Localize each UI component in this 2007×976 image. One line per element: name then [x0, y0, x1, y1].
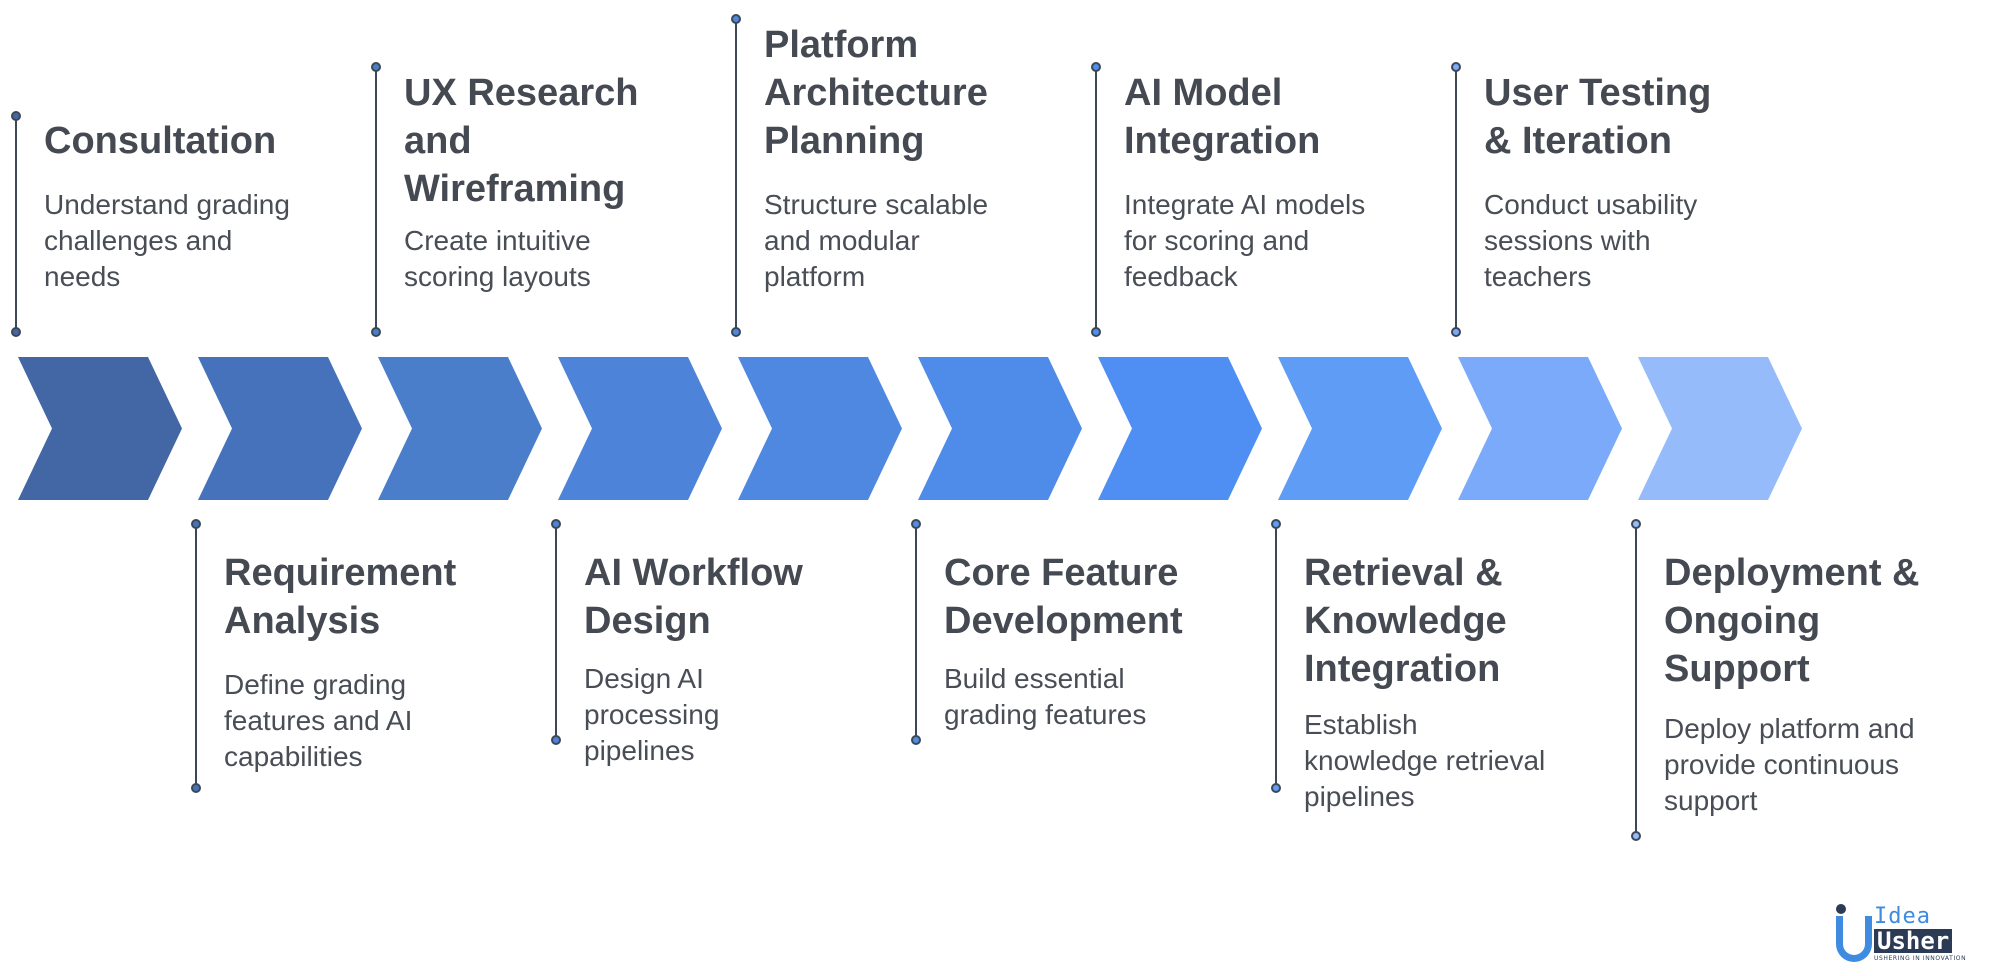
connector-line — [15, 116, 17, 332]
logo-tagline: USHERING IN INNOVATION — [1874, 955, 1967, 962]
chevron-step-8 — [1278, 357, 1442, 500]
connector-dot — [371, 62, 381, 72]
step-title: AI Workflow Design — [584, 552, 803, 642]
step-description: Understand grading challenges and needs — [44, 189, 290, 292]
chevron-step-3 — [378, 357, 542, 500]
connector-dot — [371, 327, 381, 337]
step-description: Deploy platform and provide continuous s… — [1664, 713, 1915, 816]
step-description: Integrate AI models for scoring and feed… — [1124, 189, 1366, 292]
idea-usher-logo: Idea Usher USHERING IN INNOVATION — [1836, 904, 1998, 970]
connector-dot — [1631, 519, 1641, 529]
connector-dot — [1451, 62, 1461, 72]
connector-line — [915, 524, 917, 740]
logo-word-usher: Usher — [1874, 929, 1953, 953]
step-description: Define grading features and AI capabilit… — [224, 669, 413, 772]
step-title: Requirement Analysis — [224, 552, 457, 642]
connector-line — [735, 19, 737, 332]
connector-dot — [731, 327, 741, 337]
step-description: Create intuitive scoring layouts — [404, 225, 591, 292]
chevron-step-10 — [1638, 357, 1802, 500]
connector-dot — [11, 111, 21, 121]
logo-u-icon — [1836, 916, 1872, 962]
step-title: Consultation — [44, 120, 277, 162]
connector-dot — [191, 519, 201, 529]
step-description: Conduct usability sessions with teachers — [1484, 189, 1698, 292]
connector-dot — [191, 783, 201, 793]
step-title: Retrieval & Knowledge Integration — [1304, 552, 1507, 690]
step-description: Establish knowledge retrieval pipelines — [1304, 709, 1546, 812]
logo-word-idea: Idea — [1874, 904, 1931, 929]
connector-dot — [1631, 831, 1641, 841]
connector-dot — [731, 14, 741, 24]
step-title: Platform Architecture Planning — [764, 24, 988, 162]
connector-line — [1095, 67, 1097, 332]
step-title: User Testing & Iteration — [1484, 72, 1712, 162]
connector-dot — [1091, 327, 1101, 337]
connector-line — [1275, 524, 1277, 788]
connector-line — [1455, 67, 1457, 332]
connector-dot — [911, 519, 921, 529]
chevron-step-6 — [918, 357, 1082, 500]
step-title: Deployment & Ongoing Support — [1664, 552, 1920, 690]
step-description: Design AI processing pipelines — [584, 663, 720, 766]
step-description: Build essential grading features — [944, 663, 1147, 730]
connector-line — [1635, 524, 1637, 836]
connector-dot — [911, 735, 921, 745]
step-description: Structure scalable and modular platform — [764, 189, 989, 292]
connector-dot — [11, 327, 21, 337]
connector-dot — [1271, 519, 1281, 529]
connector-line — [555, 524, 557, 740]
connector-dot — [551, 735, 561, 745]
connector-line — [375, 67, 377, 332]
step-title: Core Feature Development — [944, 552, 1183, 642]
connector-dot — [1451, 327, 1461, 337]
chevron-step-4 — [558, 357, 722, 500]
step-title: AI Model Integration — [1124, 72, 1321, 162]
chevron-step-7 — [1098, 357, 1262, 500]
chevron-step-9 — [1458, 357, 1622, 500]
chevron-step-1 — [18, 357, 182, 500]
connector-line — [195, 524, 197, 788]
logo-dot-icon — [1836, 904, 1846, 914]
step-title: UX Research and Wireframing — [404, 72, 639, 210]
chevron-step-2 — [198, 357, 362, 500]
connector-dot — [1091, 62, 1101, 72]
chevron-step-5 — [738, 357, 902, 500]
connector-dot — [1271, 783, 1281, 793]
connector-dot — [551, 519, 561, 529]
